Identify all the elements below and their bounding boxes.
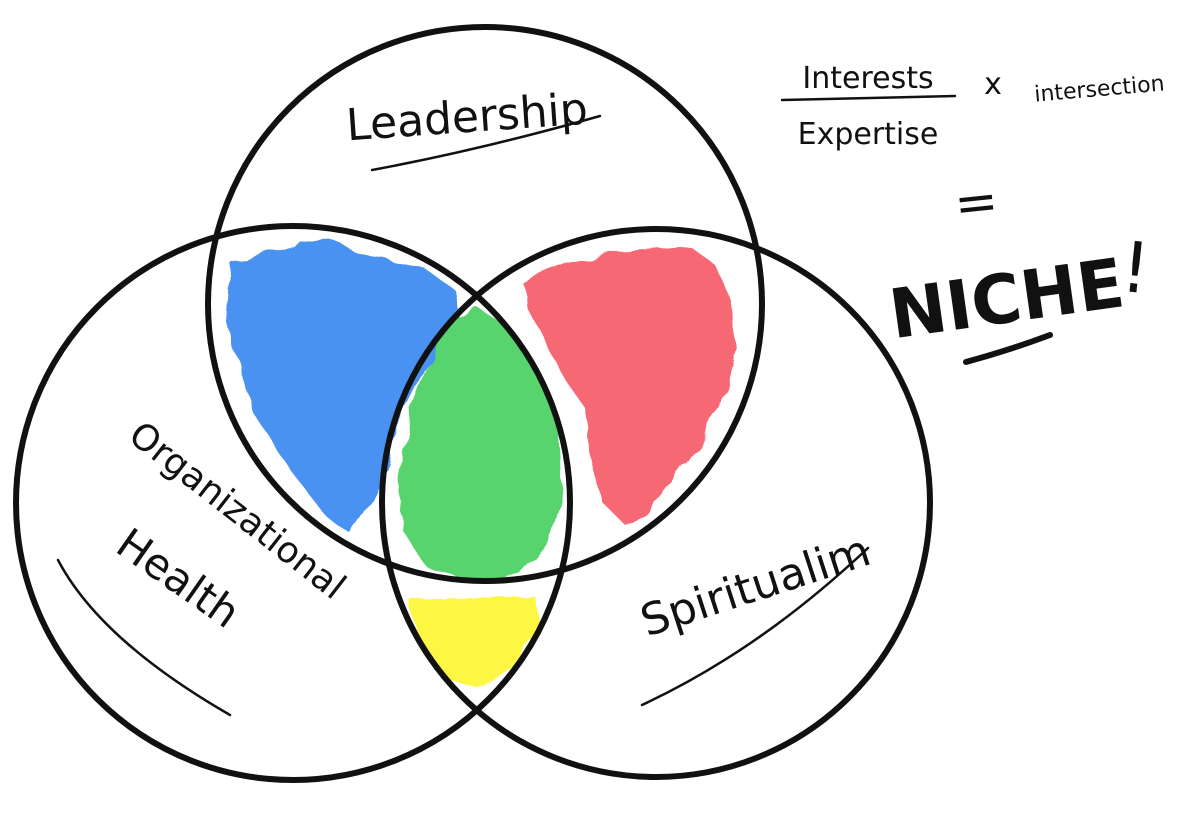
- formula-numerator: Interests: [802, 61, 933, 96]
- colored-regions: [226, 240, 738, 690]
- region-org-health-spiritualim: [410, 596, 540, 690]
- formula-term: intersection: [1033, 71, 1165, 107]
- label-spiritualim: Spiritualim: [635, 525, 877, 647]
- spiritualim-underline: [640, 546, 870, 707]
- formula-exclamation: !: [1117, 226, 1153, 310]
- organizational-health-circle: [13, 223, 573, 783]
- health-underline: [56, 558, 232, 717]
- leadership-circle: [205, 24, 765, 584]
- region-all-three: [398, 308, 562, 581]
- label-health: Health: [108, 518, 249, 637]
- circle-outlines: [13, 24, 933, 783]
- formula-denominator: Expertise: [798, 117, 939, 152]
- niche-underline: [963, 332, 1053, 365]
- leadership-underline: [370, 114, 602, 172]
- formula-equals: =: [951, 171, 1001, 235]
- formula-operator: x: [984, 67, 1002, 102]
- label-leadership: Leadership: [345, 84, 590, 152]
- region-leadership-org-health: [226, 240, 460, 535]
- spiritualim-circle: [379, 226, 933, 780]
- fraction-bar: [780, 94, 957, 102]
- formula-result: NICHE: [885, 244, 1129, 355]
- region-leadership-spiritualim: [522, 246, 738, 528]
- niche-formula: Interests Expertise x intersection = NIC…: [780, 61, 1166, 365]
